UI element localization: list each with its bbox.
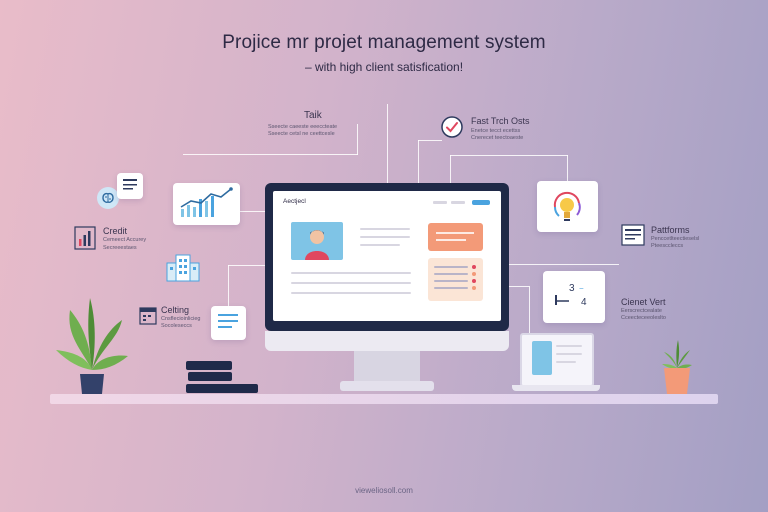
notes-icon (211, 306, 246, 340)
credit-line-2: Secreeestaes (103, 245, 137, 251)
laptop-panel (532, 341, 552, 375)
connector-line (228, 265, 266, 266)
app-name: Aectjecl (283, 198, 306, 205)
status-dot (472, 272, 476, 276)
brain-icon (96, 186, 120, 210)
content-line (360, 236, 410, 238)
editing-title: Celting (161, 305, 190, 315)
client-vert-line-1: Eerscrectcealate (621, 308, 662, 314)
status-dot (472, 279, 476, 283)
line-chart-icon (180, 187, 233, 217)
checkmark-icon (441, 116, 463, 138)
platforms-line-1: Penccetlteectieselsl (651, 236, 700, 242)
connector-line (509, 286, 529, 287)
platforms-title: Pattforms (651, 225, 690, 235)
toolbar-button[interactable] (472, 200, 490, 205)
task-list-line (434, 273, 468, 275)
credit-title: Credit (103, 226, 128, 236)
connector-line (228, 265, 229, 309)
highlight-line (436, 232, 474, 234)
platforms-icon (621, 224, 645, 246)
editing-line-1: Cnsflecioinlicieg (161, 316, 201, 322)
building-icon (165, 253, 201, 283)
laptop-line (556, 361, 576, 363)
task-list-card[interactable] (428, 258, 483, 301)
line-chart-card (173, 183, 240, 225)
book (188, 372, 232, 381)
book (186, 384, 258, 393)
task-list-line (434, 266, 468, 268)
lightbulb-card (537, 181, 598, 232)
status-dot (472, 286, 476, 290)
footer-url[interactable]: vieweliosoll.com (355, 486, 413, 495)
connector-line (450, 155, 451, 184)
task-line-2: Sseecte cetsl ne ceettcesle (268, 131, 335, 137)
connector-line (387, 104, 388, 184)
calendar-icon (139, 305, 157, 325)
svg-text:3: 3 (569, 283, 575, 294)
fast-track-line-1: Enetce tecct ecettss (471, 128, 521, 134)
metrics-card: 3 − 4 (543, 271, 605, 323)
toolbar-line (433, 201, 447, 204)
connector-line (357, 124, 358, 155)
fast-track-title: Fast Trch Osts (471, 116, 530, 126)
monitor-stand (354, 351, 420, 381)
connector-line (529, 286, 530, 334)
laptop-line (556, 353, 582, 355)
content-line (291, 272, 411, 274)
monitor-base (340, 381, 434, 391)
status-dot (472, 265, 476, 269)
svg-text:4: 4 (581, 297, 587, 308)
bar-chart-icon (74, 226, 96, 250)
toolbar-line (451, 201, 465, 204)
task-line-1: Sseecte caeeste eeeccteate (268, 124, 338, 130)
credit-line-1: Cemeect Accurey (103, 237, 147, 243)
connector-line (418, 140, 419, 184)
connector-line (183, 154, 358, 155)
connector-line (567, 155, 568, 183)
page-title: Projice mr projet management system (222, 32, 546, 53)
editing-line-2: Socoleseccs (161, 323, 192, 329)
page-subtitle: – with high client satisfication! (304, 60, 464, 74)
avatar (291, 222, 343, 260)
highlight-card[interactable] (428, 223, 483, 251)
lightbulb-icon (553, 191, 581, 221)
laptop-line (556, 345, 582, 347)
book (186, 361, 232, 370)
content-line (360, 244, 400, 246)
connector-line (450, 155, 568, 156)
platforms-line-2: Pteesccleccs (651, 243, 684, 249)
monitor-chin (265, 331, 509, 351)
laptop-base (512, 385, 600, 391)
metrics-icon: 3 − 4 (555, 283, 587, 308)
plant-icon (52, 290, 132, 394)
desk (50, 394, 718, 404)
client-vert-line-2: Cceecteceeoleslto (621, 315, 666, 321)
client-vert-title: Cienet Vert (621, 297, 666, 307)
task-title: Taik (304, 110, 322, 121)
content-line (360, 228, 410, 230)
task-list-line (434, 287, 468, 289)
fast-track-line-2: Cnerecet teectoaeste (471, 135, 524, 141)
connector-line (418, 140, 442, 141)
content-line (291, 292, 411, 294)
content-line (291, 282, 411, 284)
laptop-screen (520, 333, 594, 387)
task-list-line (434, 280, 468, 282)
document-icon (117, 173, 143, 199)
connector-line (509, 264, 619, 265)
highlight-line (436, 239, 466, 241)
svg-text:−: − (579, 284, 584, 293)
plant-icon (660, 338, 694, 394)
